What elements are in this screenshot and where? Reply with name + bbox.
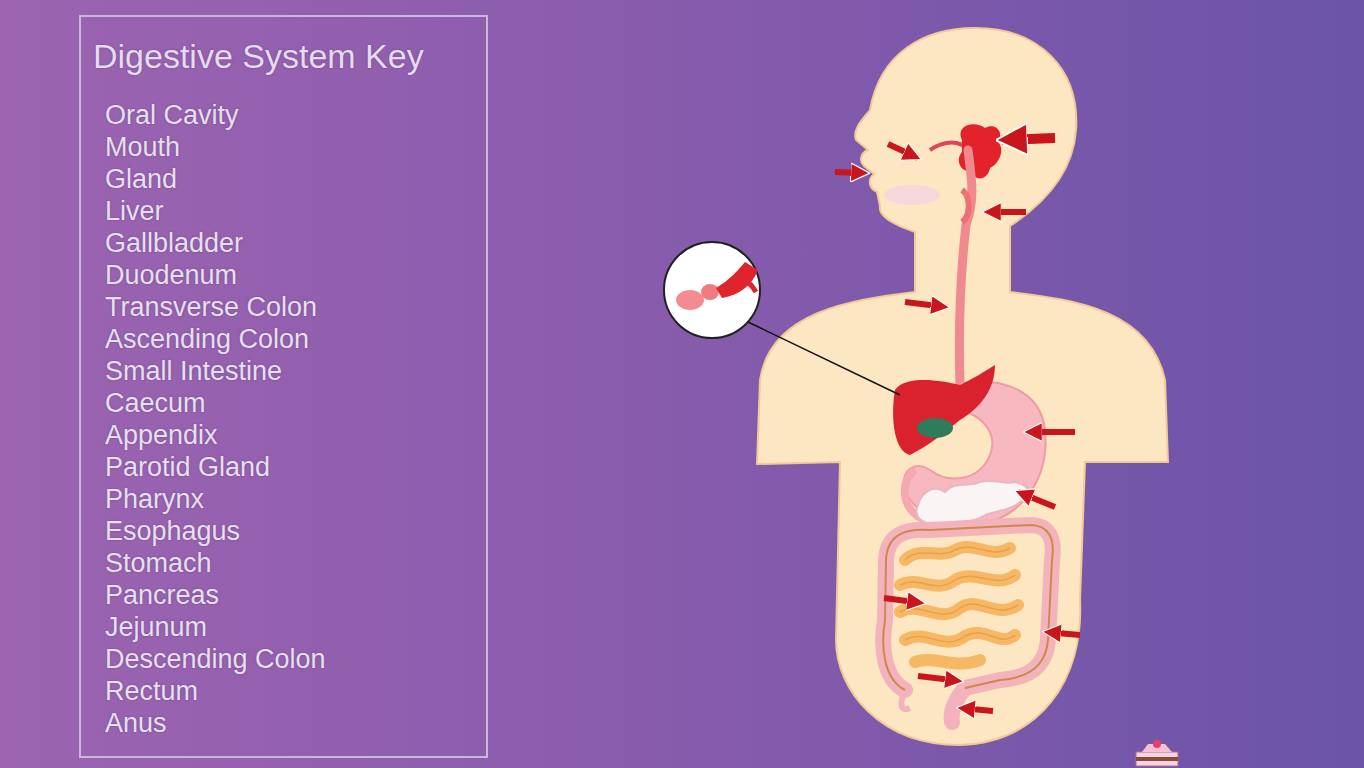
key-entry: Jejunum [105,611,486,643]
key-entry: Transverse Colon [105,291,486,323]
pancreas [917,481,1030,525]
large-intestine [883,525,1053,722]
zoom-circle [664,242,760,338]
tongue [884,185,940,205]
key-entry: Small Intestine [105,355,486,387]
key-entry: Caecum [105,387,486,419]
key-entry: Mouth [105,131,486,163]
liver [893,365,995,455]
key-title: Digestive System Key [93,37,486,75]
appendix [901,692,910,709]
key-entry: Rectum [105,675,486,707]
gallbladder [917,418,953,438]
key-entry: Esophagus [105,515,486,547]
key-entry: Oral Cavity [105,99,486,131]
body-silhouette [757,28,1168,745]
cake-icon [1136,740,1178,766]
key-entry: Appendix [105,419,486,451]
pointer-arrows [835,138,1080,711]
key-entry: Parotid Gland [105,451,486,483]
key-entry: Gallbladder [105,227,486,259]
key-entry: Gland [105,163,486,195]
key-entry: Liver [105,195,486,227]
key-entry: Pancreas [105,579,486,611]
zoom-detail [676,262,758,310]
key-entry: Anus [105,707,486,739]
pharynx [962,190,969,222]
key-entry: Stomach [105,547,486,579]
key-entry: Ascending Colon [105,323,486,355]
key-entry: Duodenum [105,259,486,291]
leader-line [748,322,900,395]
key-box: Digestive System KeyOral CavityMouthGlan… [79,15,488,758]
esophagus [959,150,971,385]
key-entry: Pharynx [105,483,486,515]
key-entry: Descending Colon [105,643,486,675]
